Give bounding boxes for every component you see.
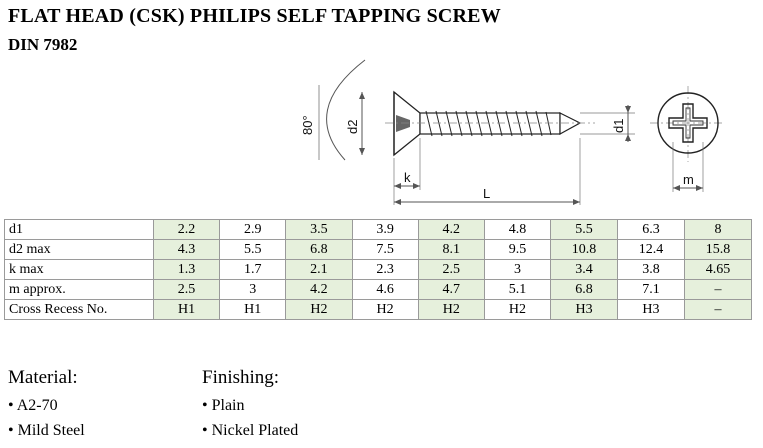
finishing-item: Nickel Plated xyxy=(202,418,299,443)
end-view-circle xyxy=(657,92,719,154)
table-cell: 5.1 xyxy=(483,279,552,300)
thread-lines xyxy=(425,110,552,137)
material-list: A2-70 Mild Steel xyxy=(8,393,85,443)
table-cell: 9.5 xyxy=(483,239,552,260)
finishing-section: Finishing: Plain Nickel Plated xyxy=(202,367,298,443)
table-cell: 3.9 xyxy=(351,219,419,240)
L-label: L xyxy=(483,186,490,201)
table-cell: 5.5 xyxy=(219,239,287,260)
table-cell: 2.1 xyxy=(285,259,353,280)
screw-tip xyxy=(559,112,582,136)
table-cell: 2.5 xyxy=(152,279,221,300)
material-item: A2-70 xyxy=(8,393,85,418)
table-cell: 3.8 xyxy=(617,259,685,280)
table-cell: 6.8 xyxy=(550,279,619,300)
table-cell: 2.5 xyxy=(417,259,485,280)
table-cell: 10.8 xyxy=(550,239,619,260)
table-cell: 3.5 xyxy=(285,219,353,240)
table-cell: 7.1 xyxy=(617,279,685,300)
table-cell: – xyxy=(683,279,753,300)
row-label: Cross Recess No. xyxy=(4,299,154,320)
standard-subtitle: DIN 7982 xyxy=(8,35,78,54)
table-cell: 8.1 xyxy=(417,239,485,260)
table-cell: 4.65 xyxy=(683,259,753,280)
table-cell: 5.5 xyxy=(550,219,619,240)
table-cell: 4.7 xyxy=(417,279,485,300)
table-cell: H1 xyxy=(219,299,287,320)
table-cell: – xyxy=(683,299,753,320)
table-cell: 3 xyxy=(483,259,552,280)
table-cell: H2 xyxy=(285,299,353,320)
k-label: k xyxy=(404,170,411,185)
table-cell: 4.3 xyxy=(152,239,221,260)
table-cell: H3 xyxy=(617,299,685,320)
table-cell: 1.3 xyxy=(152,259,221,280)
table-cell: H2 xyxy=(351,299,419,320)
angle-label: 80° xyxy=(300,115,315,135)
table-cell: H2 xyxy=(483,299,552,320)
table-cell: H3 xyxy=(550,299,619,320)
table-cell: 4.8 xyxy=(483,219,552,240)
table-cell: 1.7 xyxy=(219,259,287,280)
d1-label: d1 xyxy=(611,119,626,133)
table-cell: 12.4 xyxy=(617,239,685,260)
row-label: m approx. xyxy=(4,279,154,300)
table-cell: 4.2 xyxy=(417,219,485,240)
cross-recess-icon xyxy=(668,103,708,143)
material-item: Mild Steel xyxy=(8,418,85,443)
material-section: Material: A2-70 Mild Steel xyxy=(8,367,85,443)
table-cell: 6.8 xyxy=(285,239,353,260)
table-cell: H1 xyxy=(152,299,221,320)
table-cell: 6.3 xyxy=(617,219,685,240)
table-cell: 8 xyxy=(683,219,753,240)
finishing-heading: Finishing: xyxy=(202,367,280,388)
d2-label: d2 xyxy=(345,120,360,134)
table-cell: 3.4 xyxy=(550,259,619,280)
screw-technical-drawing: 80° d2 d1 k L xyxy=(300,59,725,205)
finishing-list: Plain Nickel Plated xyxy=(202,393,299,443)
table-cell: 7.5 xyxy=(351,239,419,260)
table-cell: 2.3 xyxy=(351,259,419,280)
table-cell: H2 xyxy=(417,299,485,320)
finishing-item: Plain xyxy=(202,393,298,418)
table-cell: 3 xyxy=(219,279,287,300)
row-label: k max xyxy=(4,259,154,280)
material-heading: Material: xyxy=(8,367,78,388)
page-title: FLAT HEAD (CSK) PHILIPS SELF TAPPING SCR… xyxy=(8,5,501,27)
m-label: m xyxy=(683,172,694,187)
table-cell: 2.9 xyxy=(219,219,287,240)
table-cell: 2.2 xyxy=(152,219,221,240)
table-cell: 15.8 xyxy=(683,239,753,260)
table-cell: 4.2 xyxy=(285,279,353,300)
row-label: d1 xyxy=(4,219,154,240)
row-label: d2 max xyxy=(4,239,154,260)
angle-arc xyxy=(326,59,366,161)
table-cell: 4.6 xyxy=(351,279,419,300)
